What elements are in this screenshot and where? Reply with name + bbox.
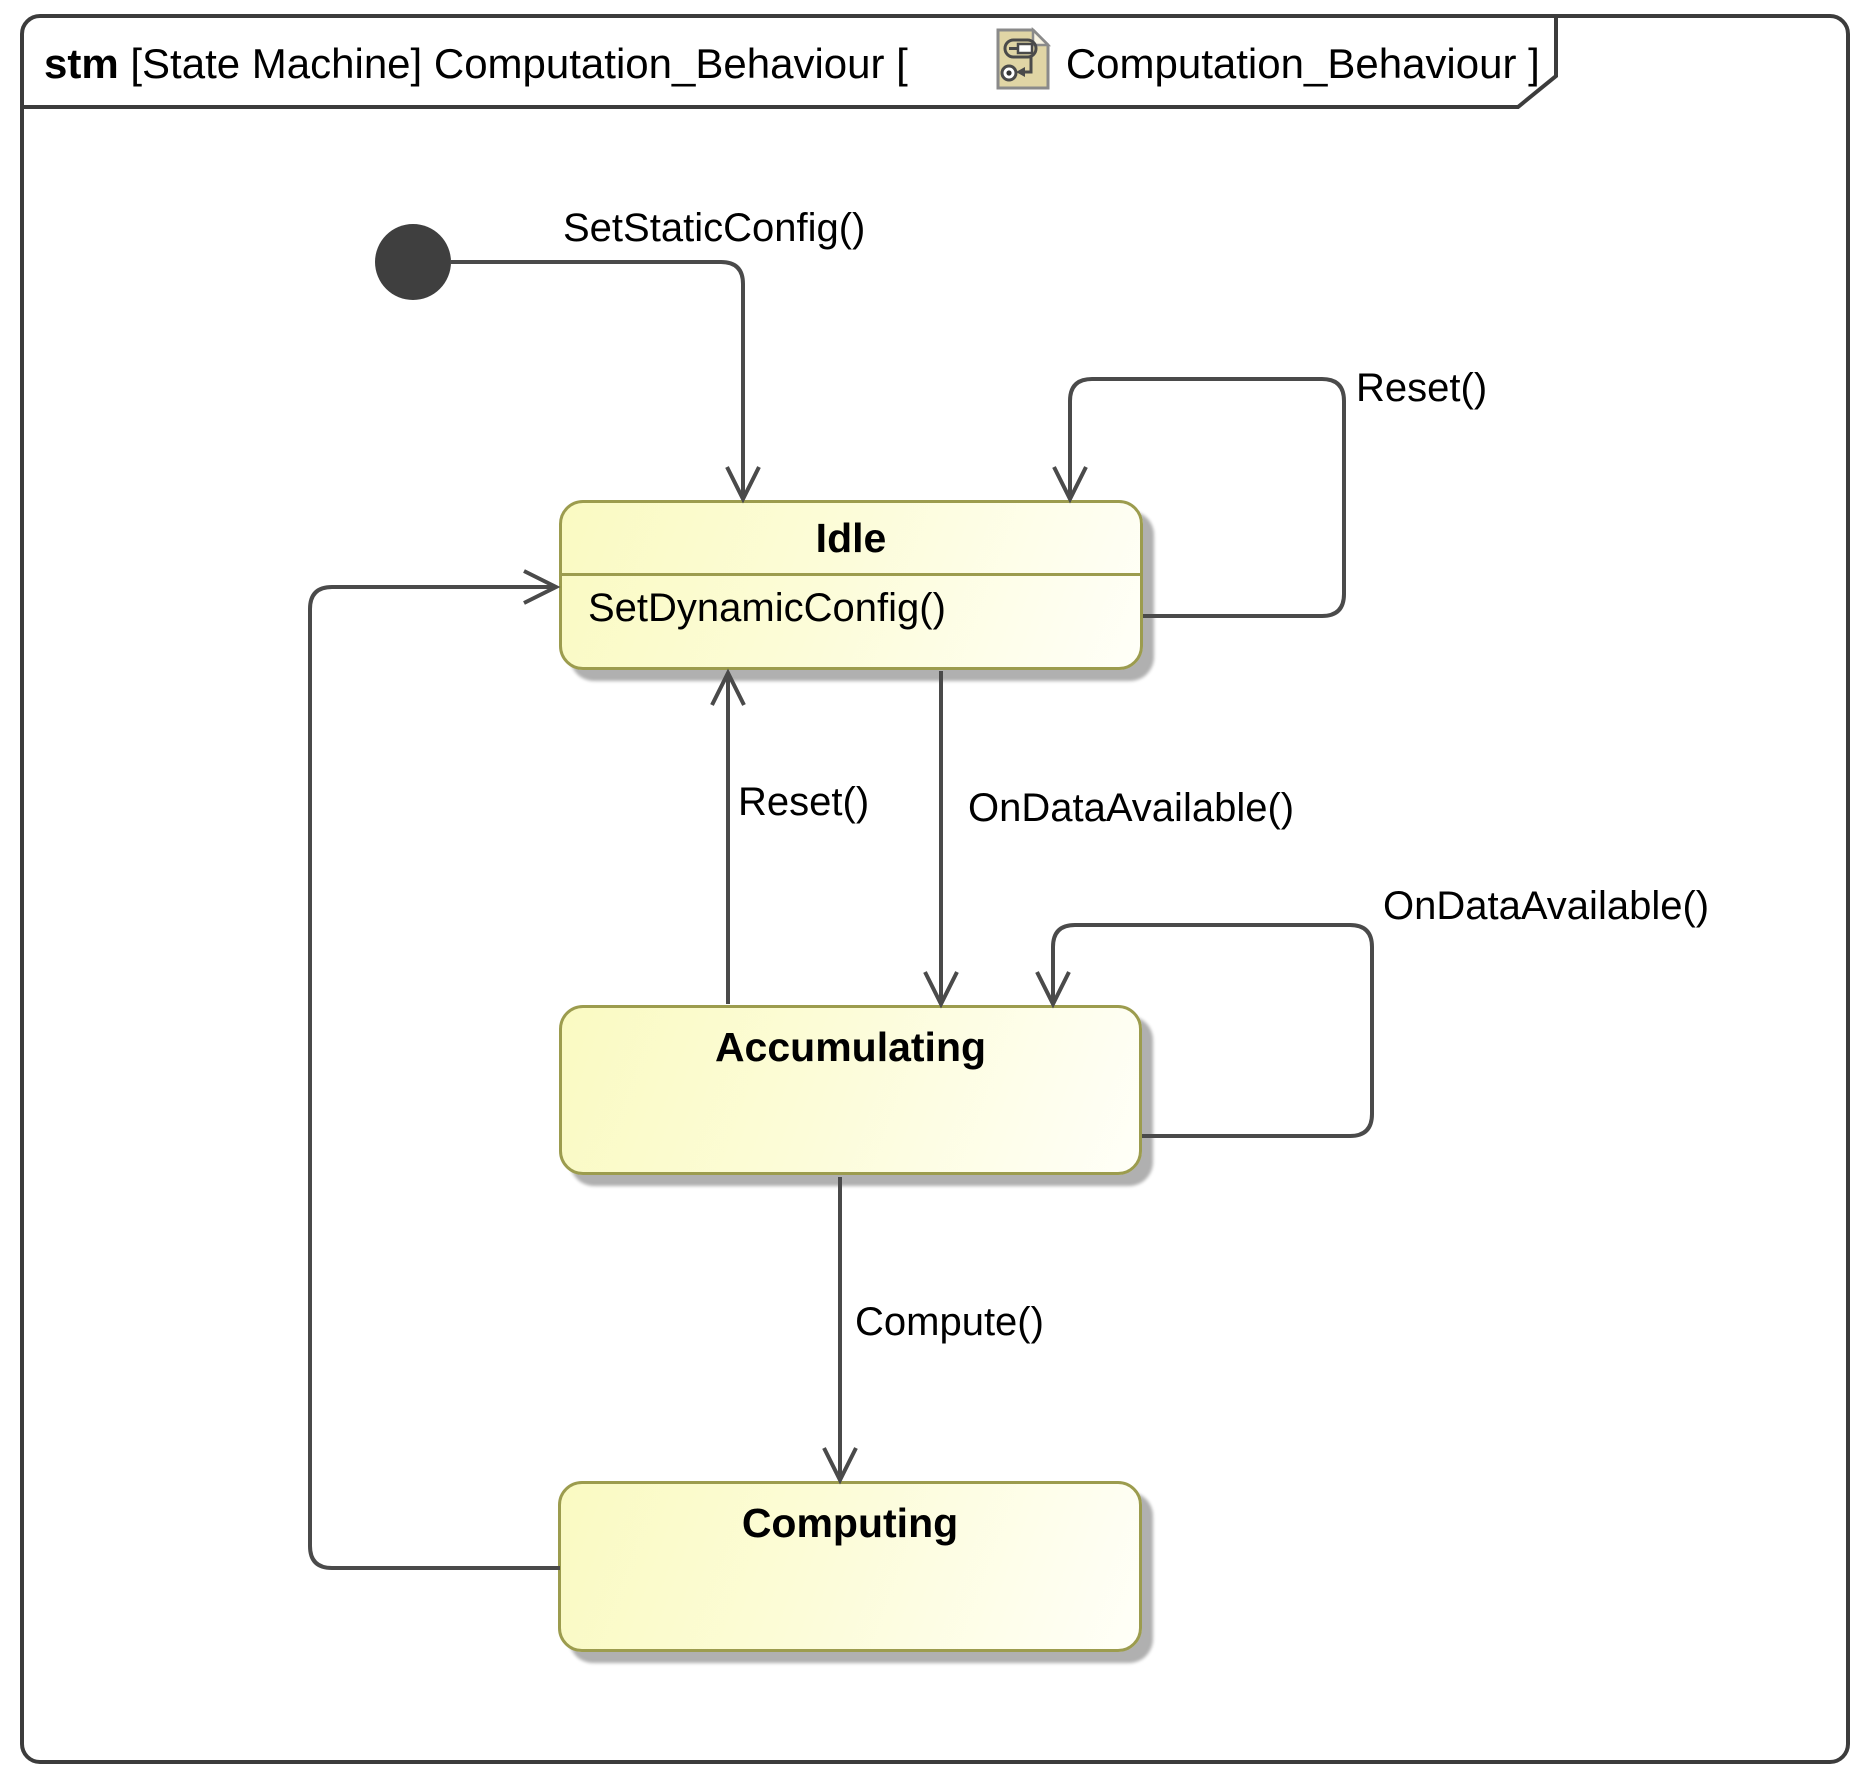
arrowhead-right-icon (523, 569, 561, 605)
state-computing: Computing (558, 1481, 1142, 1652)
diagram-frame-header: stm [State Machine] Computation_Behaviou… (44, 22, 1540, 106)
transition-idle-to-accumulating (923, 671, 959, 1009)
state-idle: Idle SetDynamicConfig() (559, 500, 1143, 670)
transition-accumulating-to-idle (710, 668, 746, 1004)
state-accumulating: Accumulating (559, 1005, 1142, 1175)
transition-label-on-data-available-self: OnDataAvailable() (1383, 884, 1710, 928)
arrowhead-down-icon (822, 1447, 858, 1485)
initial-state-node (375, 224, 451, 300)
diagram-keyword: stm (44, 40, 119, 87)
transition-label-reset: Reset() (738, 780, 870, 824)
state-computing-name: Computing (741, 1500, 959, 1546)
arrowhead-down-icon (725, 466, 761, 504)
transition-label-on-data-available: OnDataAvailable() (968, 786, 1295, 830)
arrowhead-down-icon (1035, 971, 1071, 1009)
state-idle-name: Idle (815, 515, 887, 561)
transition-initial-to-idle (450, 260, 761, 504)
transition-label-set-static-config: SetStaticConfig() (563, 206, 866, 250)
transition-computing-to-idle (308, 569, 561, 1570)
transition-accumulating-to-computing (822, 1177, 858, 1485)
state-idle-internal-behavior: SetDynamicConfig() (588, 586, 946, 630)
state-accumulating-name: Accumulating (714, 1024, 987, 1070)
diagram-title-pre: [State Machine] Computation_Behaviour [ (118, 40, 908, 87)
arrowhead-up-icon (710, 668, 746, 706)
state-machine-diagram-icon (924, 0, 1052, 149)
arrowhead-down-icon (923, 971, 959, 1009)
transition-label-compute: Compute() (855, 1300, 1044, 1344)
diagram-title-ref: Computation_Behaviour ] (1065, 40, 1540, 87)
arrowhead-down-icon (1052, 466, 1088, 504)
transition-label-reset-idle-self: Reset() (1356, 366, 1488, 410)
